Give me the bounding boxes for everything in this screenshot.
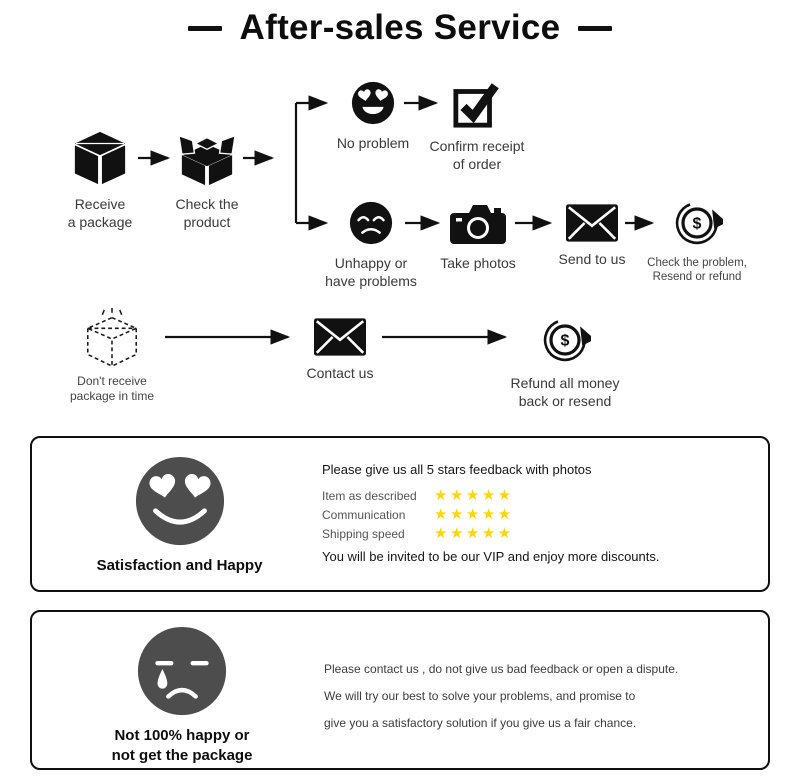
node-label: Receive a package [67, 196, 133, 230]
node-take-photos: Take photos [418, 200, 538, 273]
node-label: Unhappy or have problems [325, 255, 417, 289]
not-happy-text-block: Please contact us , do not give us bad f… [324, 662, 764, 743]
node-no-problem: No problem [313, 80, 433, 153]
node-check-problem: $ Check the problem, Resend or refund [632, 197, 762, 285]
node-label: Don't receive package in time [69, 374, 155, 403]
page-title: After-sales Service [239, 8, 561, 47]
five-stars-icon: ★★★★★ [434, 525, 514, 542]
refund-money-icon: $ [543, 320, 591, 362]
happy-heart-eyes-face-icon [135, 456, 224, 546]
camera-icon [450, 205, 506, 244]
node-unhappy: Unhappy or have problems [311, 200, 431, 290]
satisfaction-face-block: Satisfaction and Happy [72, 454, 287, 576]
closed-package-icon [74, 131, 126, 185]
checkbox-check-icon [453, 83, 499, 128]
node-label: Contact us [306, 365, 374, 381]
vip-note: You will be invited to be our VIP and en… [322, 549, 660, 564]
rating-row: Item as described ★★★★★ [322, 486, 762, 505]
satisfaction-text-block: Please give us all 5 stars feedback with… [322, 462, 762, 564]
title-right-bar [578, 25, 613, 31]
rating-label: Item as described [322, 488, 417, 503]
advice-line: Please contact us , do not give us bad f… [324, 662, 679, 676]
not-happy-caption: Not 100% happy or not get the package [111, 727, 253, 765]
five-stars-icon: ★★★★★ [434, 487, 514, 504]
node-label: Confirm receipt of order [429, 138, 525, 172]
satisfaction-caption: Satisfaction and Happy [96, 557, 263, 574]
node-label: Check the product [175, 196, 239, 230]
satisfaction-panel: Satisfaction and Happy Please give us al… [30, 436, 770, 592]
envelope-icon [314, 318, 366, 356]
node-label: Take photos [440, 255, 516, 271]
node-contact-us: Contact us [280, 318, 400, 383]
rating-label: Communication [322, 507, 406, 522]
node-refund: $ Refund all money back or resend [495, 314, 635, 410]
refund-money-icon: $ [675, 203, 723, 245]
unhappy-face-icon [349, 201, 393, 245]
not-happy-panel: Not 100% happy or not get the package Pl… [30, 610, 770, 770]
rating-row: Communication ★★★★★ [322, 505, 762, 524]
node-confirm-receipt: Confirm receipt of order [417, 79, 537, 173]
advice-line: We will try our best to solve your probl… [324, 689, 636, 703]
node-label: Send to us [558, 251, 626, 267]
rating-row: Shipping speed ★★★★★ [322, 524, 762, 543]
node-send-to-us: Send to us [532, 204, 652, 269]
crying-sad-face-icon [137, 626, 227, 716]
node-not-receive: Don't receive package in time [47, 307, 177, 404]
envelope-icon [566, 204, 618, 242]
not-happy-face-block: Not 100% happy or not get the package [72, 624, 292, 767]
node-label: No problem [336, 135, 410, 151]
dollar-glyph: $ [561, 333, 570, 350]
five-stars-icon: ★★★★★ [434, 506, 514, 523]
dashed-package-icon [85, 307, 139, 368]
open-box-icon [178, 134, 236, 186]
node-check-product: Check the product [157, 129, 257, 231]
page-title-row: After-sales Service [0, 8, 800, 48]
title-left-bar [187, 25, 222, 31]
advice-line: give you a satisfactory solution if you … [324, 716, 637, 730]
node-label: Check the problem, Resend or refund [647, 257, 747, 284]
node-receive-package: Receive a package [50, 129, 150, 231]
rating-label: Shipping speed [322, 526, 405, 541]
dollar-glyph: $ [693, 216, 702, 233]
node-label: Refund all money back or resend [510, 375, 620, 409]
feedback-heading: Please give us all 5 stars feedback with… [322, 462, 592, 477]
heart-eyes-face-icon [351, 81, 395, 125]
